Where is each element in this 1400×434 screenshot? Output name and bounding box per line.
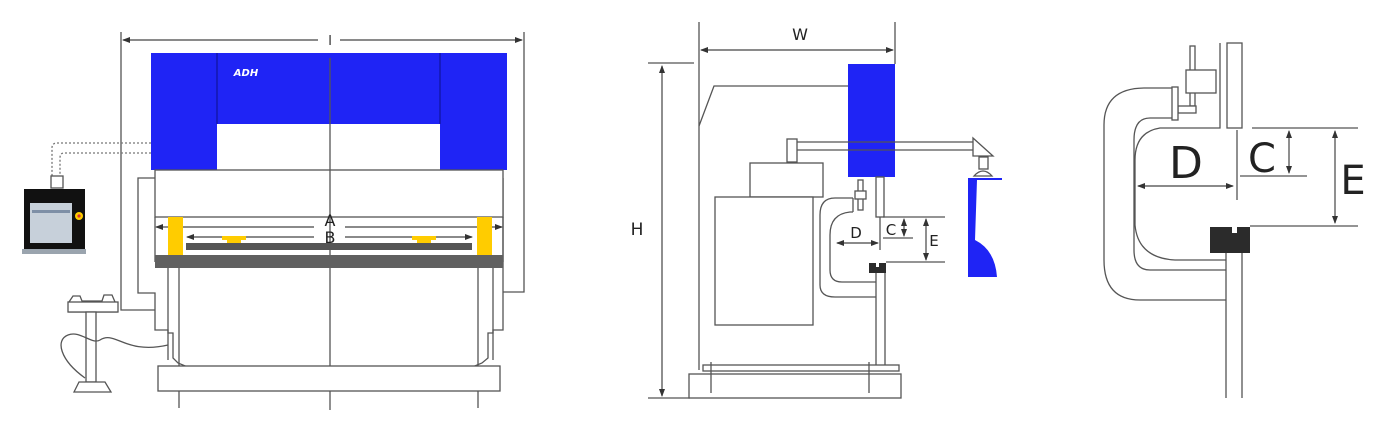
- upper-beam: [151, 53, 507, 170]
- c-frame-inner: [829, 211, 876, 283]
- throat-detail-view: D C E: [1103, 42, 1366, 398]
- front-view: l ADH A B: [22, 32, 525, 410]
- punch: [1226, 42, 1243, 129]
- side-view: W H D C E: [631, 22, 1002, 399]
- right-frame-outline: [503, 32, 525, 293]
- front-support-profile: [968, 178, 1002, 277]
- cable-dotted: [51, 142, 151, 178]
- brand-logo: ADH: [233, 68, 259, 79]
- height-dimension: H: [631, 62, 694, 399]
- dimension-b: B: [186, 228, 473, 247]
- c-frame-inner: [1133, 117, 1226, 271]
- length-label: l: [328, 34, 332, 49]
- width-dimension: W: [698, 22, 896, 370]
- c-frame-outer: [1103, 87, 1226, 301]
- hydraulic-box-top: [749, 162, 824, 198]
- side-dim-c-label: C: [886, 221, 896, 239]
- dim-b-label: B: [325, 228, 336, 247]
- side-dim-e-label: E: [929, 232, 938, 250]
- height-label: H: [631, 220, 644, 240]
- die: [1210, 227, 1250, 253]
- support-arm: [797, 141, 973, 151]
- side-dim-d-label: D: [850, 224, 862, 242]
- right-post: [477, 217, 492, 262]
- ram-column: [848, 64, 895, 177]
- width-label: W: [792, 25, 808, 44]
- foot-switch: [60, 294, 169, 393]
- detail-dim-c-label: C: [1248, 136, 1276, 182]
- left-post: [168, 217, 183, 262]
- worktable: [155, 255, 503, 268]
- base: [157, 365, 501, 392]
- frame-profile: [698, 85, 848, 127]
- left-frame-outline: [120, 32, 155, 311]
- hydraulic-box: [714, 196, 814, 326]
- dim-a-label: A: [325, 211, 336, 230]
- side-die: [869, 263, 886, 273]
- c-frame-outer: [819, 197, 876, 298]
- control-screen: [30, 203, 72, 243]
- ram: [154, 169, 504, 218]
- side-base: [688, 373, 902, 399]
- die-bar: [186, 243, 472, 250]
- dimension-a: A: [155, 211, 503, 230]
- detail-dim-e-label: E: [1340, 158, 1365, 204]
- control-panel: [22, 142, 151, 254]
- detail-dim-d-label: D: [1169, 138, 1203, 189]
- length-dimension: l: [122, 34, 523, 49]
